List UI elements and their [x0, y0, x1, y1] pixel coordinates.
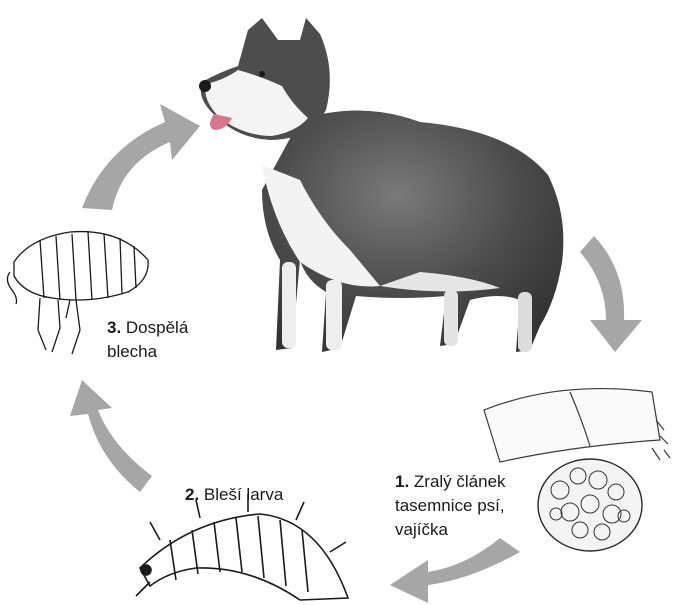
- stage-1-line-3: vajíčka: [395, 520, 448, 539]
- stage-3-number: 3.: [107, 318, 126, 337]
- stage-2-label: 2. Bleší larva: [185, 483, 355, 507]
- arrow-segment-to-larva: [390, 538, 520, 603]
- stage-1-line-1: Zralý článek: [414, 472, 506, 491]
- arrow-dog-to-segment: [580, 236, 642, 352]
- stage-1-label: 1. Zralý článek tasemnice psí, vajíčka: [395, 470, 560, 542]
- dog-illustration: [199, 18, 563, 352]
- arrow-larva-to-adult: [70, 380, 152, 492]
- stage-1-line-2: tasemnice psí,: [395, 496, 505, 515]
- arrow-adult-to-dog: [82, 104, 200, 210]
- stage-3-line-1: Dospělá: [126, 318, 188, 337]
- stage-3-line-2: blecha: [107, 342, 157, 361]
- stage-1-number: 1.: [395, 472, 414, 491]
- stage-2-line-1: Bleší larva: [204, 485, 283, 504]
- tapeworm-segment-illustration: [484, 389, 670, 462]
- larva-illustration: [136, 494, 348, 600]
- stage-2-number: 2.: [185, 485, 204, 504]
- stage-3-label: 3. Dospělá blecha: [107, 316, 227, 364]
